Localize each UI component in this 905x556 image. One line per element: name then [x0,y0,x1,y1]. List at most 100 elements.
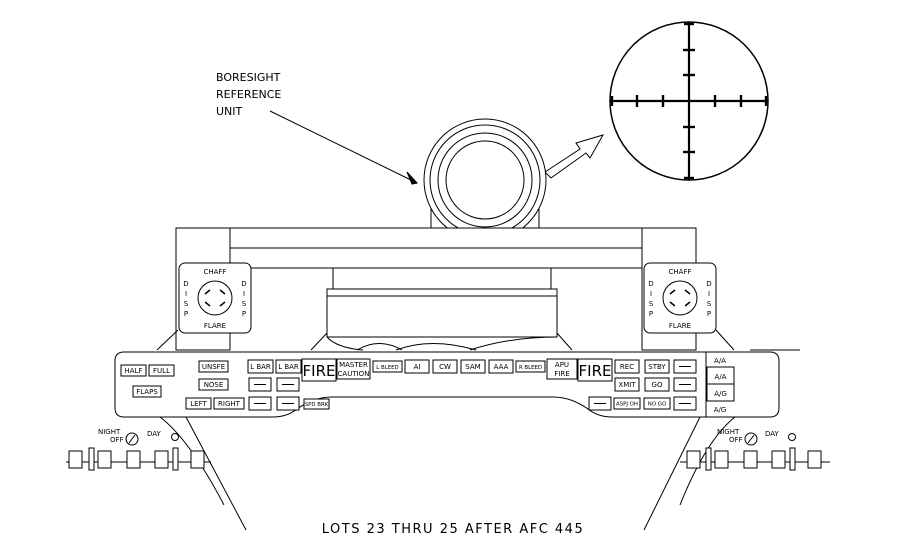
lbar-2-label: L BAR [278,363,299,371]
right-console-btn-4[interactable] [771,450,786,469]
left-console-btn-2[interactable] [97,450,112,469]
flaps-label: FLAPS [136,388,158,396]
left-label: LEFT [190,400,207,408]
spd-brk-light [303,398,330,410]
left-console-btn-5[interactable] [190,450,205,469]
callout-line-1: BORESIGHT [216,71,281,84]
left-dispenser-frame [178,262,252,334]
hud-base-diag [310,332,573,351]
rec-light [614,359,640,374]
aa-top-label: A/A [714,357,726,365]
left-lower-console: NIGHT OFF DAY [66,416,247,531]
callout-line-2: REFERENCE [216,88,281,101]
right-chaff-label: CHAFF [669,268,692,276]
go-label: GO [652,381,663,389]
master-caution-label-1: MASTER [339,361,368,369]
ai-label: AI [414,363,421,371]
fire-right-label: FIRE [579,362,612,380]
callout-label: BORESIGHT REFERENCE UNIT [216,71,281,118]
reticle-view [609,21,769,181]
right-console-btn-5[interactable] [807,450,822,469]
right-light [213,397,245,410]
glareshield-lines [156,329,800,351]
left-console-btn-1[interactable] [68,450,83,469]
left-disp-i: I [185,290,187,298]
unit-ring-3 [437,132,533,228]
aa-box-label: A/A [715,373,727,381]
left-console-btn-3[interactable] [126,450,141,469]
left-disp-s: S [184,300,189,308]
left-disp-p: P [184,310,188,318]
unit-outer-ring [423,118,547,242]
leader-arrowhead [406,171,418,185]
glare-right-diag [715,329,735,351]
no-go-light [643,397,671,410]
apu-fire-label-1: APU [555,361,569,369]
spd-brk-label: SPD BRK [305,402,329,408]
fire-right-light[interactable] [577,358,613,382]
left-indicator-dot [171,433,179,441]
left-console-btn-4[interactable] [154,450,169,469]
boresight-reference-unit [423,118,547,242]
left-disp2-p: P [242,310,246,318]
hud-base [326,288,558,338]
sam-label: SAM [465,363,480,371]
left-console-post [88,447,95,471]
cw-label: CW [439,363,451,371]
ai-light [404,359,430,374]
right-dispenser-frame [643,262,717,334]
right-console-btn-2[interactable] [714,450,729,469]
left-disp2-i: I [243,290,245,298]
lbar-2-light [275,359,302,374]
right-day-label: DAY [765,430,780,438]
right-disp-p: P [649,310,653,318]
aspj-oh-label: ASPJ OH [616,402,638,408]
master-caution-light[interactable] [336,358,371,380]
right-console-btn-1[interactable] [686,450,701,469]
magnify-arrow-icon [544,134,605,179]
left-off-label: OFF [110,436,124,444]
flaps-light [132,385,162,398]
sam-light [460,359,486,374]
lbar-1-label: L BAR [250,363,271,371]
apu-fire-light [546,358,578,380]
aaa-label: AAA [494,363,509,371]
glare-left-diag [156,329,179,351]
right-lower-console: NIGHT OFF DAY [643,416,830,531]
right-indicator-dot [788,433,796,441]
nose-label: NOSE [204,381,224,389]
aaa-light [488,359,514,374]
leader-line [269,110,418,184]
warning-panel: HALF FULL FLAPS UNSFE NOSE LEFT RIGHT L … [114,351,780,418]
right-night-label: NIGHT [717,428,740,436]
right-knob-markings [669,289,691,307]
right-console-post [705,447,712,471]
r-bleed-light [515,360,546,373]
right-console-post-2 [789,447,796,471]
xmit-label: XMIT [618,381,636,389]
unit-lens [445,140,525,220]
right-disp-d: D [648,280,653,288]
canopy-frame [175,227,697,351]
l-bleed-label: L BLEED [376,365,398,371]
no-go-label: NO GO [648,402,666,408]
fire-left-light[interactable] [301,358,337,382]
unsfe-label: UNSFE [202,363,225,371]
right-dispenser-knob[interactable] [662,280,698,316]
stby-light [644,359,670,374]
right-disp-i: I [650,290,652,298]
right-off-label: OFF [729,436,743,444]
cw-light [432,359,458,374]
ag-bottom-label: A/G [714,406,727,414]
fire-left-label: FIRE [303,362,336,380]
left-dispenser-knob[interactable] [197,280,233,316]
right-disp2-p: P [707,310,711,318]
aspj-oh-light [613,397,641,410]
right-disp2-s: S [707,300,712,308]
right-console-btn-3[interactable] [743,450,758,469]
right-label: RIGHT [218,400,241,408]
unsfe-light [198,360,229,373]
right-knob-pointer [747,434,755,444]
right-disp-s: S [649,300,654,308]
